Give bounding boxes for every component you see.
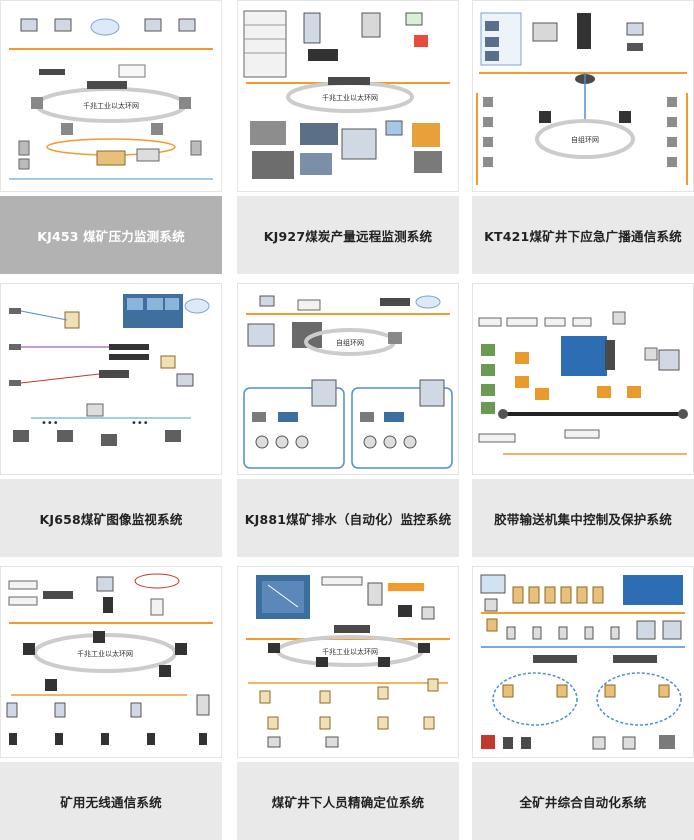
system-card-title[interactable]: KJ881煤矿排水（自动化）监控系统 [237,479,459,557]
system-card-title[interactable]: 全矿井综合自动化系统 [472,762,694,840]
system-card-title[interactable]: KT421煤矿井下应急广播通信系统 [472,196,694,274]
system-diagram-thumbnail[interactable]: 自组环网 [237,283,459,475]
kt421-diagram: 自组环网 [476,12,688,185]
system-card-wireless[interactable]: 千兆工业以太环网 矿用无线通信系统 [0,566,222,840]
system-card-title[interactable]: 煤矿井下人员精确定位系统 [237,762,459,840]
kj658-diagram: ••• ••• [9,294,210,446]
system-card-kt421[interactable]: 自组环网 KT421煤矿井下应急广播通信系统 [472,0,694,274]
system-diagram-thumbnail[interactable] [472,283,694,475]
system-diagram-thumbnail[interactable]: 千兆工业以太环网 [237,0,459,192]
system-card-title[interactable]: 胶带输送机集中控制及保护系统 [472,479,694,557]
ellipsis-mark: ••• [41,418,59,429]
system-card-kj658[interactable]: ••• ••• KJ658煤矿图像监视系统 [0,283,222,557]
kj927-diagram: 千兆工业以太环网 [243,10,450,179]
ring-label: 自组环网 [336,338,364,347]
system-diagram-thumbnail[interactable] [472,566,694,758]
ring-label: 千兆工业以太环网 [322,93,378,102]
system-card-title[interactable]: 矿用无线通信系统 [0,762,222,840]
system-diagram-thumbnail[interactable]: ••• ••• [0,283,222,475]
system-diagram-thumbnail[interactable]: 千兆工业以太环网 [237,566,459,758]
ring-label: 自组环网 [571,135,599,144]
system-card-kj453[interactable]: 千兆工业以太环网 KJ453 煤矿压力监测系统 [0,0,222,274]
system-diagram-thumbnail[interactable]: 千兆工业以太环网 [0,566,222,758]
positioning-diagram: 千兆工业以太环网 [246,575,450,748]
system-card-conveyor[interactable]: 胶带输送机集中控制及保护系统 [472,283,694,557]
ellipsis-mark: ••• [131,418,149,429]
ring-label: 千兆工业以太环网 [83,101,139,110]
system-card-title[interactable]: KJ453 煤矿压力监测系统 [0,196,222,274]
system-card-integrated-automation[interactable]: 全矿井综合自动化系统 [472,566,694,840]
kj881-diagram: 自组环网 [243,295,453,469]
system-card-title[interactable]: KJ927煤炭产量远程监测系统 [237,196,459,274]
system-card-title[interactable]: KJ658煤矿图像监视系统 [0,479,222,557]
system-diagram-thumbnail[interactable]: 千兆工业以太环网 [0,0,222,192]
kj453-diagram: 千兆工业以太环网 [9,18,213,180]
integrated-automation-diagram [480,574,685,750]
system-card-kj927[interactable]: 千兆工业以太环网 KJ927煤炭产量远程监测系统 [237,0,459,274]
ring-label: 千兆工业以太环网 [322,647,378,656]
wireless-diagram: 千兆工业以太环网 [6,573,213,745]
conveyor-diagram [478,311,688,455]
system-card-kj881[interactable]: 自组环网 KJ881煤矿排水（自动化）监控系统 [237,283,459,557]
ring-label: 千兆工业以太环网 [77,649,133,658]
system-card-personnel-positioning[interactable]: 千兆工业以太环网 煤矿井下人员精确定位系统 [237,566,459,840]
system-diagram-thumbnail[interactable]: 自组环网 [472,0,694,192]
